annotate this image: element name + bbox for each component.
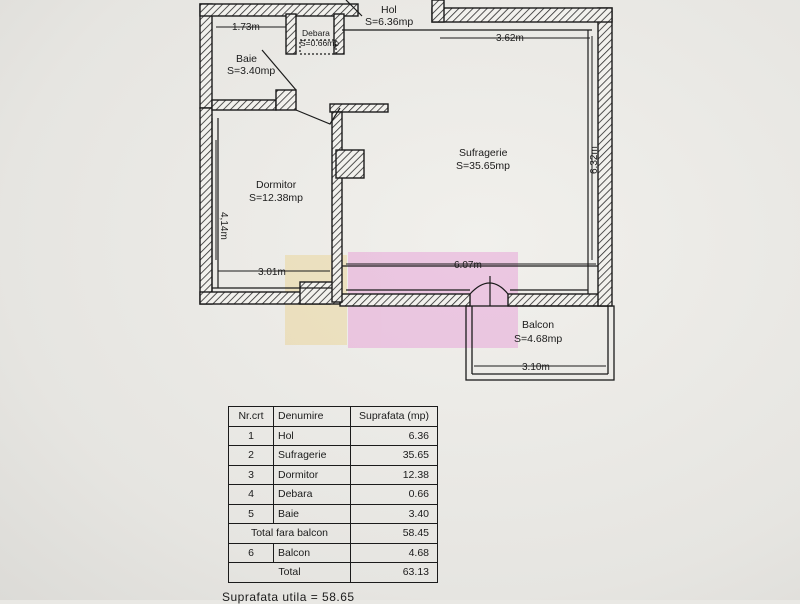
header-nr: Nr.crt: [228, 406, 274, 427]
room-debara-name: Debara: [302, 28, 330, 38]
row-name: Balcon: [273, 542, 351, 563]
balcony-outline: [465, 305, 615, 381]
subtotal-row: Total fara balcon 58.45: [228, 523, 438, 544]
row-area: 4.68: [350, 542, 438, 563]
dim-dormitor-height: 4,14m: [218, 212, 229, 240]
room-hol-area: S=6.36mp: [365, 16, 413, 28]
total-value: 63.13: [350, 562, 438, 583]
table-row: 2 Sufragerie 35.65: [228, 445, 438, 466]
room-baie-area: S=3.40mp: [227, 65, 275, 77]
row-nr: 4: [228, 484, 274, 505]
room-sufragerie-name: Sufragerie: [459, 147, 508, 159]
row-area: 3.40: [350, 503, 438, 524]
row-name: Debara: [273, 484, 351, 505]
row-name: Dormitor: [273, 464, 351, 485]
dim-balcon-width: 3.10m: [522, 362, 550, 373]
dim-hol-width: 3.62m: [496, 33, 524, 44]
table-header-row: Nr.crt Denumire Suprafata (mp): [228, 406, 438, 427]
table-row: 5 Baie 3.40: [228, 503, 438, 524]
room-balcon-area: S=4.68mp: [514, 333, 562, 345]
subtotal-value: 58.45: [350, 523, 438, 544]
dim-sufragerie-width: 6.07m: [454, 260, 482, 271]
area-table: Nr.crt Denumire Suprafata (mp) 1 Hol 6.3…: [228, 406, 438, 583]
row-area: 6.36: [350, 425, 438, 446]
room-hol-name: Hol: [381, 4, 397, 16]
dim-baie-width: 1.73m: [232, 22, 260, 33]
row-nr: 5: [228, 503, 274, 524]
room-debara-area: S=0.66mp: [300, 38, 339, 48]
wall-lines: [211, 29, 598, 294]
row-area: 35.65: [350, 445, 438, 466]
subtotal-label: Total fara balcon: [228, 523, 351, 544]
dim-sufragerie-height: 6.32m: [589, 146, 600, 174]
dim-dormitor-width: 3.01m: [258, 267, 286, 278]
walls: [199, 0, 613, 307]
table-row: 1 Hol 6.36: [228, 425, 438, 446]
row-nr: 3: [228, 464, 274, 485]
door-swings: [261, 0, 509, 306]
room-dormitor-name: Dormitor: [256, 179, 297, 191]
row-nr: 6: [228, 542, 274, 563]
table-row: 4 Debara 0.66: [228, 484, 438, 505]
row-area: 0.66: [350, 484, 438, 505]
room-baie-name: Baie: [236, 53, 257, 65]
dimension-lines: [215, 26, 606, 367]
row-name: Hol: [273, 425, 351, 446]
header-denumire: Denumire: [273, 406, 351, 427]
row-name: Baie: [273, 503, 351, 524]
row-area: 12.38: [350, 464, 438, 485]
room-sufragerie-area: S=35.65mp: [456, 160, 510, 172]
table-row: 6 Balcon 4.68: [228, 542, 438, 563]
row-name: Sufragerie: [273, 445, 351, 466]
total-row: Total 63.13: [228, 562, 438, 583]
table-row: 3 Dormitor 12.38: [228, 464, 438, 485]
total-label: Total: [228, 562, 351, 583]
room-dormitor-area: S=12.38mp: [249, 192, 303, 204]
row-nr: 1: [228, 425, 274, 446]
footer-text-cut-off: Suprafata utila = 58.65: [222, 590, 355, 604]
row-nr: 2: [228, 445, 274, 466]
header-suprafata: Suprafata (mp): [350, 406, 438, 427]
room-balcon-name: Balcon: [522, 319, 554, 331]
